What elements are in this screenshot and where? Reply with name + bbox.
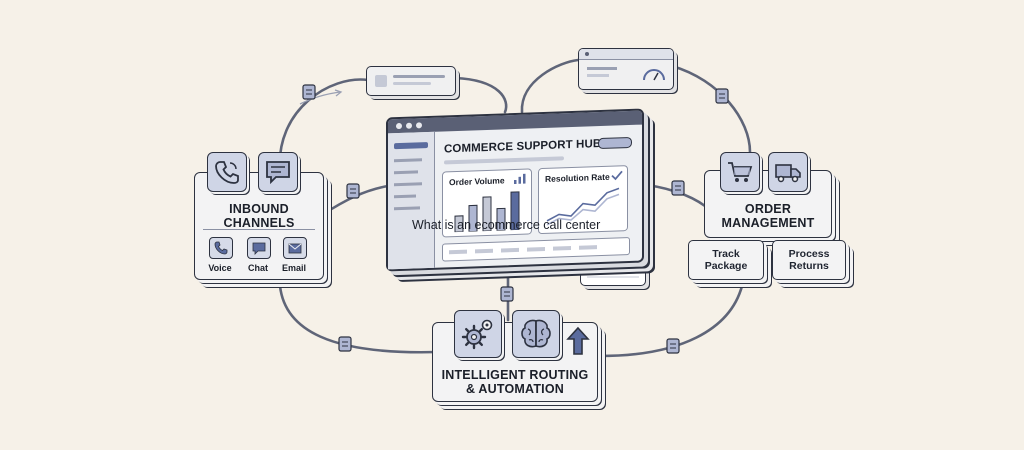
voice-channel-tile <box>209 237 233 259</box>
clip-icon <box>666 338 680 354</box>
order-volume-bars <box>454 191 520 233</box>
shopping-cart-icon <box>728 162 753 182</box>
brain-icon <box>521 319 551 348</box>
message-tile <box>258 152 298 192</box>
routing-title-line1: INTELLIGENT ROUTING <box>441 368 589 382</box>
clip-icon <box>346 183 360 199</box>
hub-toggle <box>598 136 632 150</box>
check-icon <box>611 170 623 181</box>
channel-label-email: Email <box>281 263 306 273</box>
email-icon <box>288 243 302 254</box>
returns-line1: Process <box>788 248 830 260</box>
bar-chart-icon <box>514 173 526 185</box>
brain-tile <box>512 310 560 358</box>
hub-bottom-strip <box>442 236 630 262</box>
floating-gauge-window <box>578 48 674 90</box>
clip-icon <box>715 88 729 104</box>
hub-title: COMMERCE SUPPORT HUB <box>444 137 602 156</box>
delivery-truck-icon <box>775 164 801 183</box>
order-management-title: ORDER MANAGEMENT <box>705 202 831 230</box>
channel-label-chat: Chat <box>248 263 268 273</box>
inbound-channels-title: INBOUND CHANNELS <box>195 202 323 230</box>
resolution-rate-lines <box>546 187 620 226</box>
order-volume-panel: Order Volume <box>442 168 532 238</box>
hub-sidebar <box>388 131 435 270</box>
routing-title-line2: & AUTOMATION <box>466 382 564 396</box>
panel-title-resolution-rate: Resolution Rate <box>545 171 610 184</box>
diagram-caption: What is an ecommerce call center <box>412 218 601 232</box>
gears-tile <box>454 310 502 358</box>
arrow-up-icon <box>566 326 590 355</box>
floating-window-card <box>366 66 456 96</box>
routing-title: INTELLIGENT ROUTING & AUTOMATION <box>433 368 597 396</box>
returns-line2: Returns <box>789 260 829 272</box>
commerce-support-hub: COMMERCE SUPPORT HUB Order Volume Resolu… <box>386 108 644 272</box>
chat-channel-tile <box>247 237 271 259</box>
track-line2: Package <box>704 260 748 272</box>
phone-icon <box>214 241 228 255</box>
order-title-line1: ORDER <box>744 202 792 216</box>
email-channel-tile <box>283 237 307 259</box>
panel-title-order-volume: Order Volume <box>449 175 505 188</box>
gears-icon <box>461 319 493 350</box>
resolution-rate-panel: Resolution Rate <box>538 165 628 235</box>
phone-tile <box>207 152 247 192</box>
clip-icon <box>671 180 685 196</box>
track-line1: Track <box>712 248 740 260</box>
truck-tile <box>768 152 808 192</box>
phone-icon <box>215 161 239 184</box>
chat-icon <box>266 161 290 185</box>
channel-label-voice: Voice <box>208 263 232 273</box>
arrow-up-holder <box>566 326 590 356</box>
inbound-title-line2: CHANNELS <box>223 216 295 230</box>
gauge-icon <box>643 69 665 81</box>
chat-icon <box>252 242 266 255</box>
cart-tile <box>720 152 760 192</box>
clip-icon <box>338 336 352 352</box>
clip-icon <box>302 84 316 100</box>
inbound-title-line1: INBOUND <box>229 202 289 216</box>
order-title-line2: MANAGEMENT <box>721 216 815 230</box>
clip-icon <box>500 286 514 302</box>
